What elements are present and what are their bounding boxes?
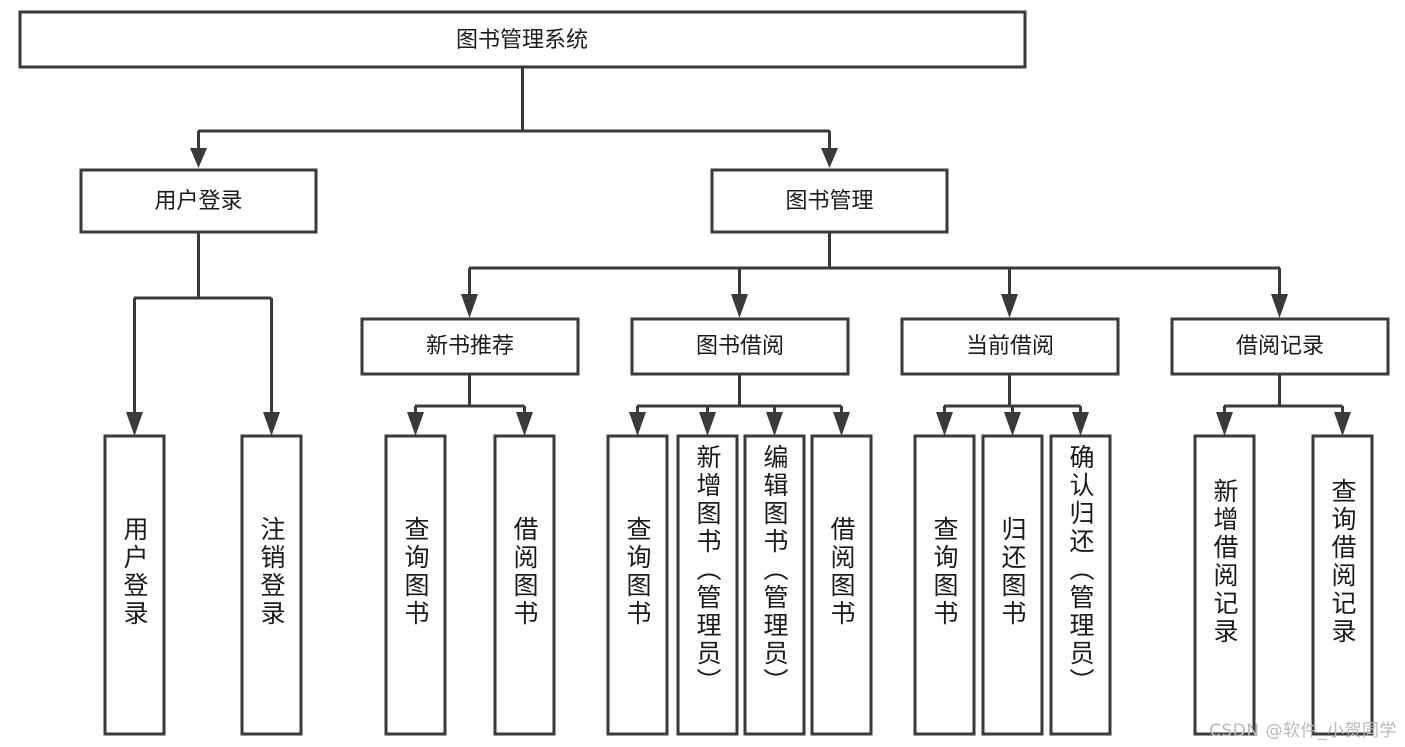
leaf-confirm-return-box[interactable] (1049, 434, 1112, 736)
leaf-borrow-book-2-box[interactable] (810, 434, 873, 736)
arrow-head-icon (1001, 294, 1018, 318)
arrow-head-icon (699, 412, 716, 436)
arrow-head-icon (1216, 412, 1233, 436)
leaf-return-book-box[interactable] (981, 434, 1044, 736)
connector-root-to-level2 (190, 67, 838, 168)
node-user-login[interactable]: 用户登录 (79, 168, 318, 234)
node-borrow-records-label: 借阅记录 (1236, 334, 1324, 359)
node-current-borrow[interactable]: 当前借阅 (900, 317, 1120, 376)
leaf-query-book-2-box[interactable] (606, 434, 669, 736)
arrow-head-icon (731, 294, 748, 318)
node-root-box[interactable] (18, 10, 1027, 69)
arrow-head-icon (833, 412, 850, 436)
node-new-book-recommend[interactable]: 新书推荐 (360, 317, 580, 376)
arrow-head-icon (766, 412, 783, 436)
arrow-head-icon (936, 412, 953, 436)
node-user-login-label: 用户登录 (154, 189, 242, 214)
node-book-management[interactable]: 图书管理 (710, 168, 949, 234)
leaf-logout-box[interactable] (240, 434, 303, 736)
node-book-borrow-label: 图书借阅 (696, 334, 784, 359)
connector-current-borrow-to-leaves (936, 374, 1089, 436)
connector-user-login-to-leaves (126, 232, 280, 436)
arrow-head-icon (461, 294, 478, 318)
connector-borrow-records-to-leaves (1216, 374, 1351, 436)
node-new-book-recommend-label: 新书推荐 (426, 334, 514, 359)
arrow-head-icon (1072, 412, 1089, 436)
node-root[interactable]: 图书管理系统 (18, 10, 1027, 69)
leaf-query-book-3-box[interactable] (913, 434, 976, 736)
leaf-query-book-1-box[interactable] (384, 434, 447, 736)
leaf-borrow-book-1-box[interactable] (493, 434, 556, 736)
arrow-head-icon (1004, 412, 1021, 436)
arrow-head-icon (516, 412, 533, 436)
connector-book-management-to-level3 (461, 232, 1288, 318)
leaf-add-book-box[interactable] (676, 434, 739, 736)
node-user-login-box[interactable] (79, 168, 318, 234)
leaf-user-login-box[interactable] (103, 434, 166, 736)
node-current-borrow-box[interactable] (900, 317, 1120, 376)
arrow-head-icon (190, 148, 207, 168)
node-book-borrow[interactable]: 图书借阅 (630, 317, 850, 376)
arrow-head-icon (407, 412, 424, 436)
node-borrow-records[interactable]: 借阅记录 (1170, 317, 1390, 376)
connector-new-book-recommend-to-leaves (407, 374, 533, 436)
node-new-book-recommend-box[interactable] (360, 317, 580, 376)
arrow-head-icon (263, 412, 280, 436)
watermark: CSDN @软件_小贺同学 (1209, 721, 1397, 741)
arrow-head-icon (629, 412, 646, 436)
arrow-head-icon (1334, 412, 1351, 436)
arrow-head-icon (821, 148, 838, 168)
leaf-add-record-box[interactable] (1193, 434, 1256, 736)
node-current-borrow-label: 当前借阅 (966, 334, 1054, 359)
node-root-label: 图书管理系统 (456, 28, 588, 53)
connector-book-borrow-to-leaves (629, 374, 850, 436)
leaf-edit-book-box[interactable] (743, 434, 806, 736)
arrow-head-icon (126, 412, 143, 436)
arrow-head-icon (1271, 294, 1288, 318)
node-book-management-label: 图书管理 (785, 189, 873, 214)
leaf-query-record-box[interactable] (1311, 434, 1374, 736)
